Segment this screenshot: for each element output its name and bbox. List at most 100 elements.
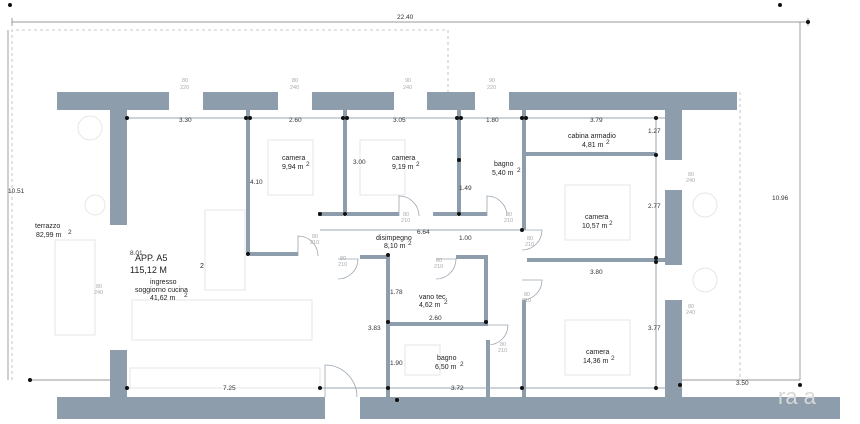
- svg-text:80: 80: [96, 284, 102, 290]
- svg-text:2.60: 2.60: [429, 315, 442, 322]
- svg-text:2: 2: [609, 220, 613, 227]
- dim-right-height: 10.96: [772, 195, 789, 202]
- overall-dimensions: [7, 18, 809, 381]
- svg-text:2: 2: [606, 139, 610, 146]
- room-bagno1-name: bagno: [494, 161, 514, 168]
- room-vanotec-area: 4,62 m: [419, 302, 441, 309]
- room-soggiorno-line2: soggiorno cucina: [135, 287, 188, 294]
- svg-text:3.50: 3.50: [736, 380, 749, 387]
- room-disimpegno-name: disimpegno: [376, 235, 412, 242]
- svg-text:80: 80: [500, 342, 506, 348]
- svg-text:240: 240: [403, 85, 412, 91]
- svg-text:2.77: 2.77: [648, 203, 661, 210]
- svg-text:80: 80: [292, 78, 298, 84]
- room-terrazzo-area: 82,99 m: [36, 232, 61, 239]
- svg-text:210: 210: [504, 218, 513, 224]
- svg-text:80: 80: [688, 304, 694, 310]
- svg-text:2: 2: [517, 167, 521, 174]
- svg-text:210: 210: [525, 242, 534, 248]
- svg-text:3.00: 3.00: [353, 159, 366, 166]
- svg-text:8.01: 8.01: [130, 250, 143, 257]
- svg-text:2.60: 2.60: [289, 117, 302, 124]
- room-cabina-name: cabina armadio: [568, 133, 616, 140]
- svg-text:80: 80: [182, 78, 188, 84]
- room-disimpegno-area: 8,10 m: [384, 243, 406, 250]
- svg-text:210: 210: [310, 240, 319, 246]
- room-soggiorno-line1: ingresso: [150, 279, 177, 286]
- apartment-area: 115,12 M: [130, 265, 167, 275]
- svg-text:2: 2: [611, 355, 615, 362]
- svg-text:6.64: 6.64: [417, 229, 430, 236]
- svg-text:220: 220: [487, 85, 496, 91]
- svg-text:4.10: 4.10: [250, 179, 263, 186]
- svg-text:240: 240: [94, 290, 103, 296]
- svg-text:90: 90: [405, 78, 411, 84]
- watermark: ra a: [778, 384, 817, 409]
- svg-text:2: 2: [408, 240, 412, 247]
- svg-text:3.80: 3.80: [590, 269, 603, 276]
- dim-overall-width: 22.40: [397, 14, 414, 21]
- terrace-outline: [11, 29, 741, 380]
- svg-text:3.30: 3.30: [179, 117, 192, 124]
- svg-text:80: 80: [403, 212, 409, 218]
- svg-text:2: 2: [306, 161, 310, 168]
- room-camera3-name: camera: [585, 214, 608, 221]
- svg-text:80: 80: [524, 292, 530, 298]
- svg-text:3.79: 3.79: [590, 117, 603, 124]
- svg-text:2: 2: [184, 292, 188, 299]
- room-camera4-area: 14,36 m: [583, 358, 608, 365]
- svg-text:3.77: 3.77: [648, 325, 661, 332]
- room-camera1-name: camera: [282, 155, 305, 162]
- room-camera3-area: 10,57 m: [582, 223, 607, 230]
- room-camera4-name: camera: [586, 349, 609, 356]
- room-camera2-area: 9,19 m: [392, 164, 414, 171]
- svg-text:1.27: 1.27: [648, 128, 661, 135]
- room-camera1-area: 9,94 m: [282, 164, 304, 171]
- dimension-dots: [8, 3, 810, 402]
- furniture: [54, 115, 718, 389]
- room-camera2-name: camera: [392, 155, 415, 162]
- room-bagno1-area: 5,40 m: [492, 170, 514, 177]
- svg-text:240: 240: [290, 85, 299, 91]
- svg-text:1.00: 1.00: [459, 235, 472, 242]
- svg-text:2: 2: [460, 361, 464, 368]
- apartment-name: APP. A5: [135, 253, 167, 263]
- svg-text:80: 80: [506, 212, 512, 218]
- svg-text:240: 240: [686, 178, 695, 184]
- svg-text:3.83: 3.83: [368, 325, 381, 332]
- svg-text:240: 240: [686, 310, 695, 316]
- svg-text:90: 90: [489, 78, 495, 84]
- room-cabina-area: 4,81 m: [582, 142, 604, 149]
- svg-text:7.25: 7.25: [223, 385, 236, 392]
- svg-text:1.49: 1.49: [459, 185, 472, 192]
- room-soggiorno-area: 41,62 m: [150, 295, 175, 302]
- svg-text:1.78: 1.78: [390, 289, 403, 296]
- doors: [297, 195, 543, 398]
- svg-text:80: 80: [688, 172, 694, 178]
- svg-text:210: 210: [401, 218, 410, 224]
- room-bagno2-area: 6,50 m: [435, 364, 457, 371]
- svg-text:210: 210: [434, 264, 443, 270]
- room-bagno2-name: bagno: [437, 355, 457, 362]
- svg-text:2: 2: [416, 161, 420, 168]
- svg-text:2: 2: [200, 263, 204, 270]
- svg-text:210: 210: [522, 298, 531, 304]
- svg-text:210: 210: [338, 262, 347, 268]
- svg-text:80: 80: [527, 236, 533, 242]
- svg-text:80: 80: [436, 258, 442, 264]
- interior-walls: [246, 110, 665, 397]
- dimension-labels: 22.40 10.51 10.96 3.30 2.60 3.05 1.80 3.…: [8, 14, 789, 392]
- svg-text:220: 220: [180, 85, 189, 91]
- window-tags: 80 220 80 240 90 240 90 220 80 210 80 21…: [94, 78, 695, 354]
- svg-text:2: 2: [68, 229, 72, 236]
- svg-text:2: 2: [444, 299, 448, 306]
- svg-text:80: 80: [312, 234, 318, 240]
- dim-left-height: 10.51: [8, 188, 25, 195]
- room-vanotec-name: vano tec.: [419, 294, 447, 301]
- svg-text:1.80: 1.80: [486, 117, 499, 124]
- svg-text:3.72: 3.72: [451, 385, 464, 392]
- exterior-walls: [57, 92, 840, 419]
- svg-text:1.90: 1.90: [390, 360, 403, 367]
- svg-text:3.05: 3.05: [393, 117, 406, 124]
